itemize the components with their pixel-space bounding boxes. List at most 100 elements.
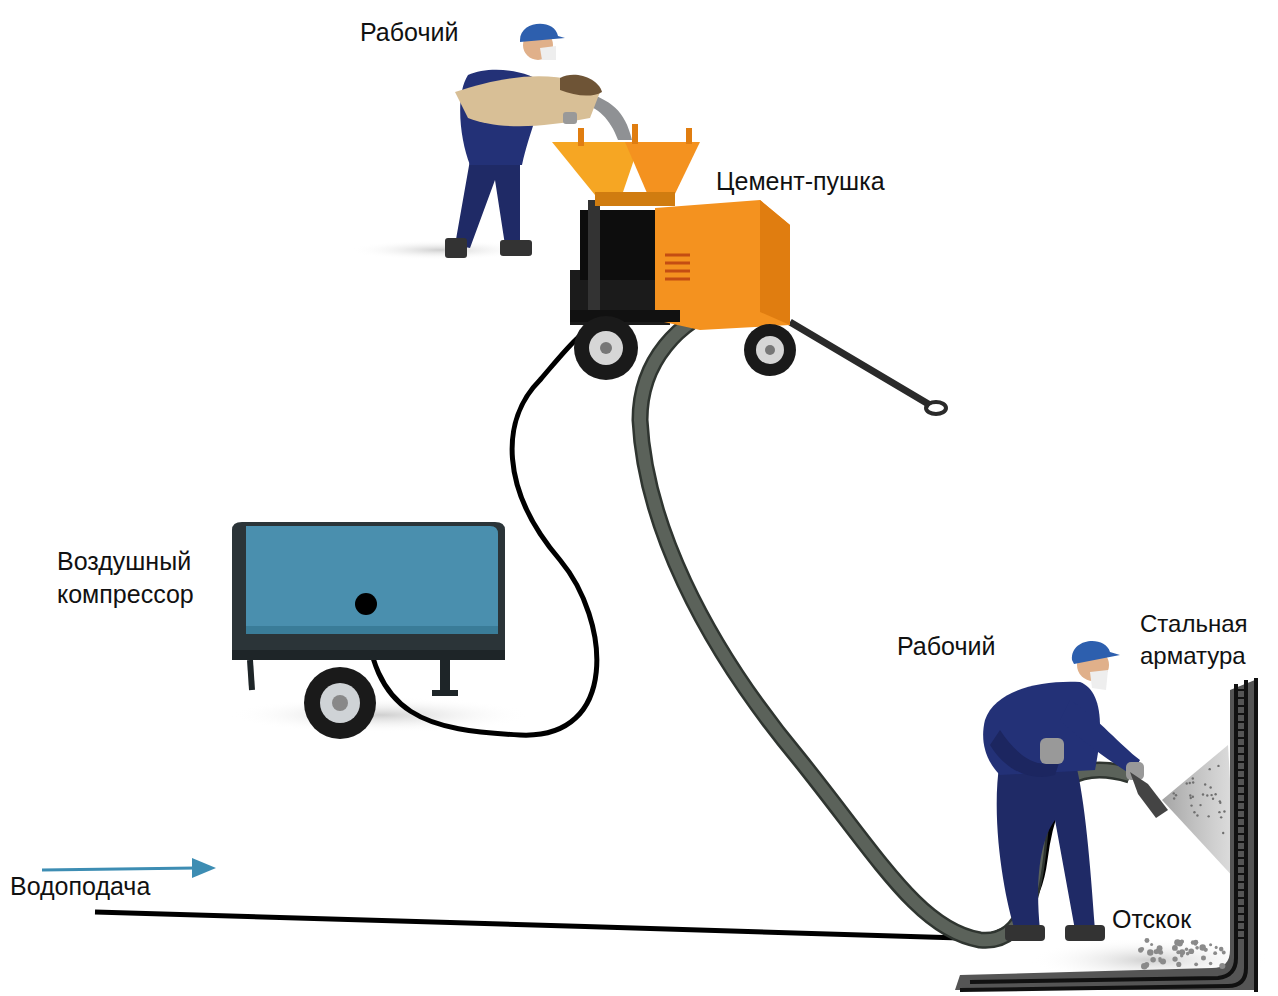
air-compressor <box>232 522 505 739</box>
rebar-tick <box>1238 873 1244 875</box>
spray-dot <box>1204 783 1206 785</box>
rebar-tick <box>1238 817 1244 819</box>
water-label: Водоподача <box>10 870 150 903</box>
rebar-tick <box>1238 785 1244 787</box>
rebar-label: Стальная арматура <box>1140 608 1272 671</box>
rebar-tick <box>1238 849 1244 851</box>
spray-dot <box>1196 814 1198 816</box>
spray-dot <box>1217 765 1219 767</box>
material-hose <box>640 305 1130 940</box>
rebound-dot <box>1145 964 1149 968</box>
rebound-dot <box>1150 957 1156 963</box>
rebound-dot <box>1209 962 1213 966</box>
spray-dot <box>1218 811 1220 813</box>
rebar-tick <box>1238 761 1244 763</box>
rebar-tick <box>1238 841 1244 843</box>
worker-label: Рабочий <box>897 630 995 663</box>
material-hose <box>640 305 1130 940</box>
rebar-tick <box>1238 769 1244 771</box>
spray-dot <box>1186 782 1188 784</box>
rebar-tick <box>1238 889 1244 891</box>
rebound-dot <box>1160 958 1166 964</box>
rebound-dot <box>1195 946 1199 950</box>
rebar-tick <box>1238 713 1244 715</box>
rebound-dot <box>1219 947 1224 952</box>
rebound-dot <box>1188 948 1194 954</box>
rebar-tick <box>1238 905 1244 907</box>
rebound-particles <box>1138 938 1226 969</box>
worker-top <box>445 24 602 258</box>
spray-particles <box>1173 765 1226 834</box>
spray-dot <box>1222 832 1224 834</box>
worker-bottom <box>983 641 1168 941</box>
rebar-tick <box>1238 897 1244 899</box>
worker-label: Рабочий <box>360 16 458 49</box>
rebar-tick <box>1238 865 1244 867</box>
rebar-tick <box>1238 753 1244 755</box>
rebound-dot <box>1179 940 1183 944</box>
rebound-dot <box>1147 949 1153 955</box>
rebound-dot <box>1138 948 1143 953</box>
rebar-tick <box>1238 857 1244 859</box>
rebound-dot <box>1157 945 1163 951</box>
rebar-tick <box>1238 801 1244 803</box>
compressor-label: Воздушный компрессор <box>57 545 229 611</box>
spray-dot <box>1223 810 1225 812</box>
rebound-dot <box>1215 946 1218 949</box>
rebar-tick <box>1238 921 1244 923</box>
spray-dot <box>1219 802 1221 804</box>
spray-cone <box>1162 745 1236 880</box>
steel-rebar <box>955 678 1256 992</box>
spray-dot <box>1212 797 1214 799</box>
spray-dot <box>1175 794 1177 796</box>
rebound-dot <box>1213 951 1217 955</box>
rebar-tick <box>1238 825 1244 827</box>
spray-dot <box>1193 811 1195 813</box>
shadow <box>230 697 530 733</box>
spray-dot <box>1207 815 1209 817</box>
rebar-tick <box>1238 833 1244 835</box>
rebar-tick <box>1238 721 1244 723</box>
rebound-dot <box>1185 947 1189 951</box>
rebar-tick <box>1238 881 1244 883</box>
rebound-dot <box>1150 943 1153 946</box>
rebar-tick <box>1238 937 1244 939</box>
rebound-dot <box>1172 945 1178 951</box>
rebound-dot <box>1177 941 1183 947</box>
rebar-tick <box>1238 809 1244 811</box>
rebound-dot <box>1176 962 1181 967</box>
spray-dot <box>1190 797 1192 799</box>
rebound-dot <box>1209 943 1212 946</box>
rebar-tick <box>1238 705 1244 707</box>
gun-label: Цемент-пушка <box>716 165 885 198</box>
rebar-tick <box>1238 913 1244 915</box>
rebound-dot <box>1172 956 1177 961</box>
spray-dot <box>1192 777 1194 779</box>
spray-dot <box>1210 794 1212 796</box>
rebound-dot <box>1144 938 1149 943</box>
spray-dot <box>1206 794 1208 796</box>
rebound-dot <box>1199 944 1205 950</box>
rebar-tick <box>1238 793 1244 795</box>
rebound-dot <box>1219 963 1225 969</box>
rebar-tick <box>1238 745 1244 747</box>
rebar-tick <box>1238 737 1244 739</box>
spray-dot <box>1189 782 1191 784</box>
cement-gun <box>552 124 946 414</box>
rebound-dot <box>1222 951 1226 955</box>
rebar-tick <box>1238 729 1244 731</box>
rebar-tick <box>1238 697 1244 699</box>
rebound-dot <box>1194 962 1198 966</box>
rebound-dot <box>1191 940 1195 944</box>
rebar-tick <box>1238 689 1244 691</box>
spray-dot <box>1173 797 1175 799</box>
spray-dot <box>1192 796 1194 798</box>
spray-dot <box>1199 804 1201 806</box>
rebar-tick <box>1238 777 1244 779</box>
spray-dot <box>1192 781 1194 783</box>
spray-dot <box>1209 768 1211 770</box>
rebar-tick <box>1238 929 1244 931</box>
rebound-dot <box>1201 955 1206 960</box>
spray-dot <box>1189 794 1191 796</box>
